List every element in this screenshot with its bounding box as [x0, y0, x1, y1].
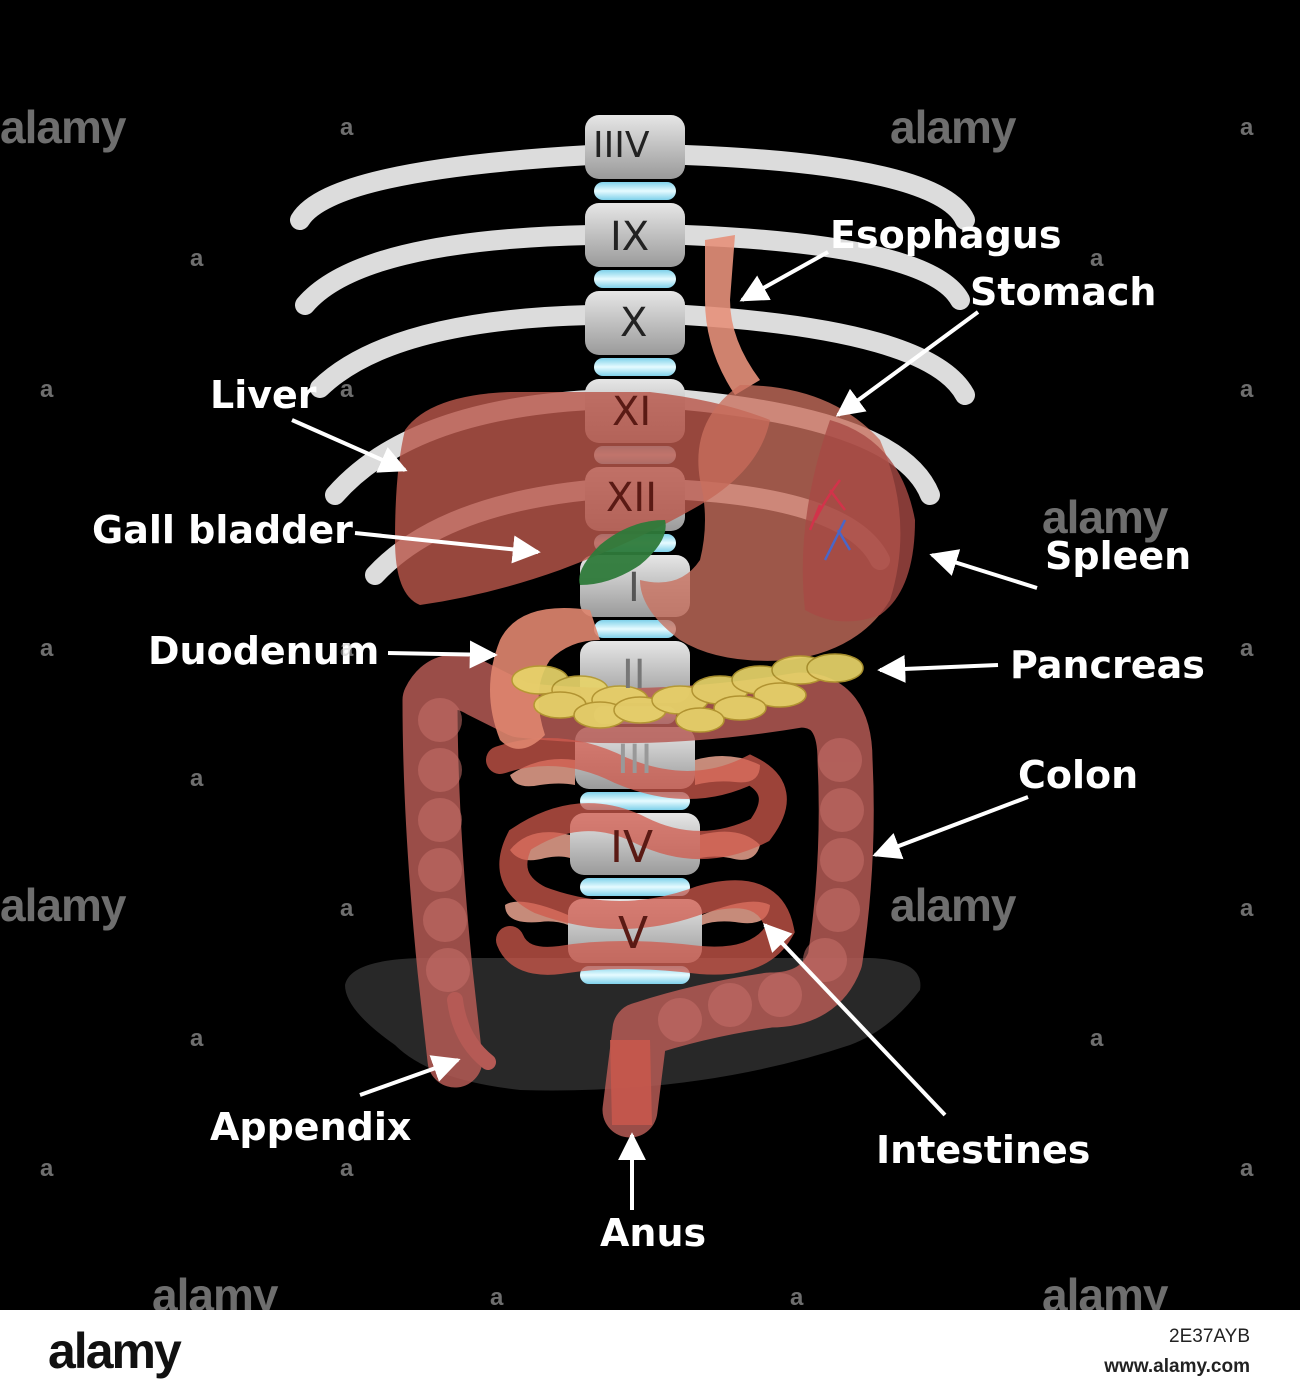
- watermark-mark: a: [190, 765, 204, 792]
- label-colon: Colon: [1018, 753, 1139, 797]
- watermark-mark: a: [790, 1284, 804, 1311]
- label-gall-bladder: Gall bladder: [92, 508, 353, 552]
- pancreas-shape: [511, 653, 864, 733]
- vertebra-label-IX: IX: [610, 214, 650, 260]
- stock-footer: alamy 2E37AYB www.alamy.com: [0, 1310, 1300, 1390]
- watermark-mark: a: [40, 1155, 54, 1182]
- anatomy-drawing: [290, 115, 1038, 1210]
- label-duodenum: Duodenum: [148, 629, 380, 673]
- vertebra-label-IIIV: IIIV: [593, 125, 650, 166]
- watermark-mark: a: [1090, 245, 1104, 272]
- spleen-vessels: [808, 479, 852, 561]
- pointer-arrows: [291, 250, 1038, 1210]
- vertebra-label-III: III: [617, 737, 653, 783]
- watermark-mark: a: [340, 376, 354, 403]
- vertebra-label-V: V: [618, 908, 649, 959]
- watermark-text: alamy: [0, 101, 126, 153]
- watermark-text: alamy: [0, 879, 126, 931]
- watermark-mark: a: [1240, 114, 1254, 141]
- site-url: www.alamy.com: [1104, 1356, 1250, 1377]
- label-liver: Liver: [210, 373, 317, 417]
- vertebra-label-II: II: [622, 652, 646, 698]
- esophagus-shape: [705, 235, 760, 395]
- watermark-mark: a: [190, 1025, 204, 1052]
- vertebra-label-XI: XI: [612, 389, 652, 435]
- duodenum-shape: [490, 608, 600, 749]
- watermark-mark: a: [340, 895, 354, 922]
- label-intestines: Intestines: [876, 1128, 1091, 1172]
- spleen-shape: [802, 420, 915, 622]
- watermark-mark: a: [340, 635, 354, 662]
- vertebra-label-XII: XII: [606, 475, 657, 521]
- vertebra-label-X: X: [620, 300, 648, 346]
- small-intestine-shape: [486, 738, 795, 975]
- colon-haustra: [418, 698, 864, 1042]
- vertebra-label-IV: IV: [610, 822, 654, 873]
- rectum-shape: [610, 1040, 652, 1125]
- watermark-mark: a: [1090, 1025, 1104, 1052]
- label-spleen: Spleen: [1045, 534, 1192, 578]
- watermark-mark: a: [1240, 1155, 1254, 1182]
- watermark-mark: a: [40, 376, 54, 403]
- anatomy-illustration: IIIV IX X XI XII I II III IV V Esophagus…: [0, 101, 1254, 1321]
- watermark-text: alamy: [890, 101, 1016, 153]
- watermark-mark: a: [1240, 635, 1254, 662]
- watermark-mark: a: [40, 635, 54, 662]
- watermark-mark: a: [340, 114, 354, 141]
- gall-bladder-shape: [579, 520, 666, 585]
- label-appendix: Appendix: [210, 1105, 412, 1149]
- label-anus: Anus: [600, 1211, 707, 1255]
- appendix-shape: [447, 992, 496, 1070]
- watermark-mark: a: [1240, 376, 1254, 403]
- watermark-text: alamy: [890, 879, 1016, 931]
- label-esophagus: Esophagus: [830, 213, 1062, 257]
- liver-shape: [395, 392, 770, 605]
- image-id: 2E37AYB: [1169, 1326, 1250, 1347]
- watermark-text: alamy: [1042, 491, 1168, 543]
- watermark-mark: a: [490, 1284, 504, 1311]
- watermark-mark: a: [340, 1155, 354, 1182]
- label-stomach: Stomach: [970, 270, 1157, 314]
- label-pancreas: Pancreas: [1010, 643, 1205, 687]
- vertebra-label-I: I: [628, 565, 640, 611]
- watermark-mark: a: [190, 245, 204, 272]
- watermark-mark: a: [1240, 895, 1254, 922]
- alamy-logo: alamy: [48, 1323, 182, 1379]
